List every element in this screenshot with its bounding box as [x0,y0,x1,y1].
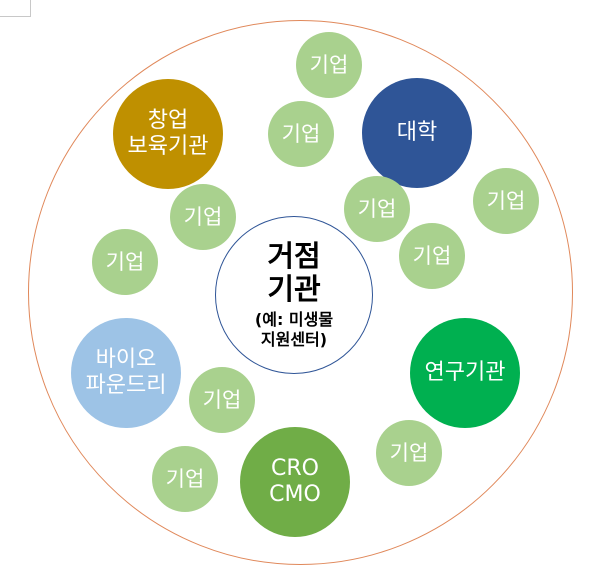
company-node: 기업 [170,184,236,250]
ecosystem-outer-ring [28,20,573,565]
hub-title: 거점 기관 [267,238,321,306]
company-node: 기업 [473,168,539,234]
hub-subtitle: (예: 미생물 지원센터) [254,310,334,350]
company-node: 기업 [296,32,362,98]
company-node: 기업 [344,176,410,242]
document-corner-mark [0,0,31,17]
research-institute-node: 연구기관 [410,318,520,428]
cro-cmo-node: CRO CMO [240,427,350,537]
company-node: 기업 [152,446,218,512]
company-node: 기업 [268,101,334,167]
company-node: 기업 [189,367,255,433]
company-node: 기업 [376,420,442,486]
company-node: 기업 [399,223,465,289]
incubator-node: 창업 보육기관 [113,79,223,189]
hub-institution: 거점 기관 (예: 미생물 지원센터) [215,216,373,374]
university-node: 대학 [362,78,472,188]
bio-foundry-node: 바이오 파운드리 [71,318,181,428]
company-node: 기업 [92,229,158,295]
